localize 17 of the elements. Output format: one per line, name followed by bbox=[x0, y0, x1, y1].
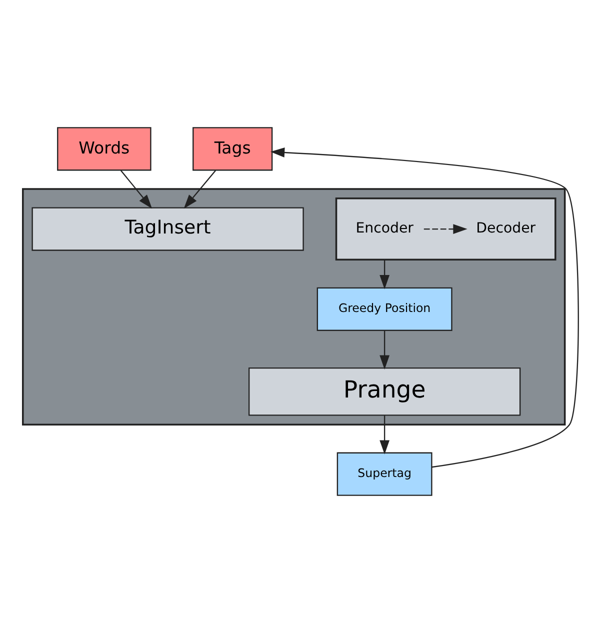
node-box: Tags bbox=[192, 127, 273, 171]
node-box: Greedy Position bbox=[316, 287, 452, 331]
arrow bbox=[380, 260, 390, 290]
cluster bbox=[335, 198, 556, 261]
arrow bbox=[380, 416, 390, 454]
node-text: Decoder bbox=[476, 220, 536, 237]
node-text: Encoder bbox=[356, 220, 414, 237]
node-box: Prange bbox=[248, 367, 521, 416]
cluster bbox=[22, 188, 566, 426]
arrow bbox=[184, 170, 216, 209]
arrow bbox=[424, 224, 468, 234]
node-box: Words bbox=[57, 127, 152, 171]
arrow bbox=[120, 170, 152, 209]
node-box: TagInsert bbox=[32, 207, 304, 251]
arrow bbox=[270, 148, 579, 468]
node-box: Supertag bbox=[336, 452, 432, 496]
arrow bbox=[380, 330, 390, 370]
